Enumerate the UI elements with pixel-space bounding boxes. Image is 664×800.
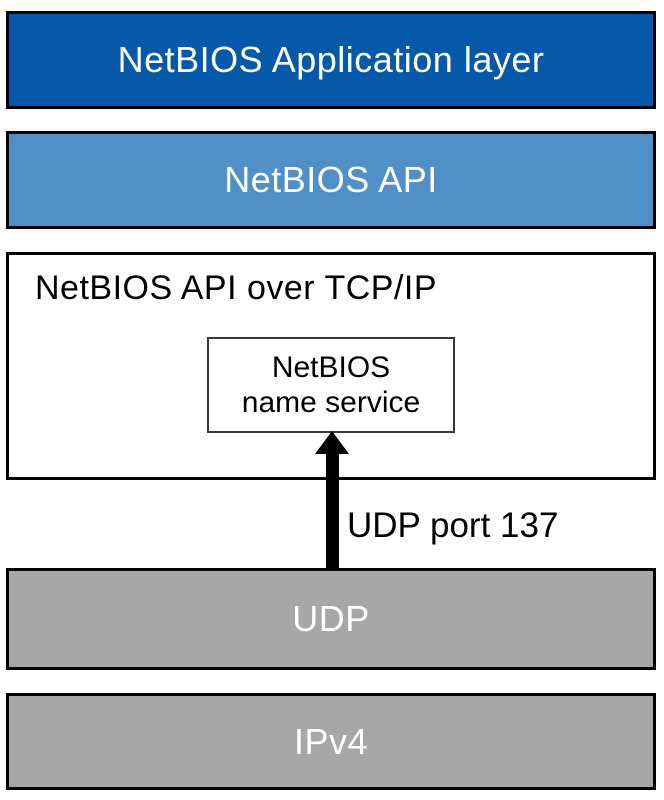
layer-netbios-api: NetBIOS API [6,131,656,229]
netbios-name-service-line2: name service [241,386,421,419]
layer-udp: UDP [6,568,656,670]
layer-ipv4: IPv4 [6,693,656,790]
layer-netbios-api-over-tcpip-label: NetBIOS API over TCP/IP [35,269,438,307]
udp-to-name-service-arrow-shaft [326,452,339,570]
udp-port-label: UDP port 137 [347,506,559,545]
layer-netbios-api-label: NetBIOS API [224,159,438,200]
udp-to-name-service-arrow-head [315,431,349,454]
layer-netbios-application: NetBIOS Application layer [6,11,656,109]
layer-ipv4-label: IPv4 [293,720,369,762]
netbios-name-service-box: NetBIOS name service [207,337,455,433]
layer-udp-label: UDP [292,598,370,639]
layer-netbios-application-label: NetBIOS Application layer [117,39,545,80]
netbios-name-service-line1: NetBIOS [271,351,391,384]
